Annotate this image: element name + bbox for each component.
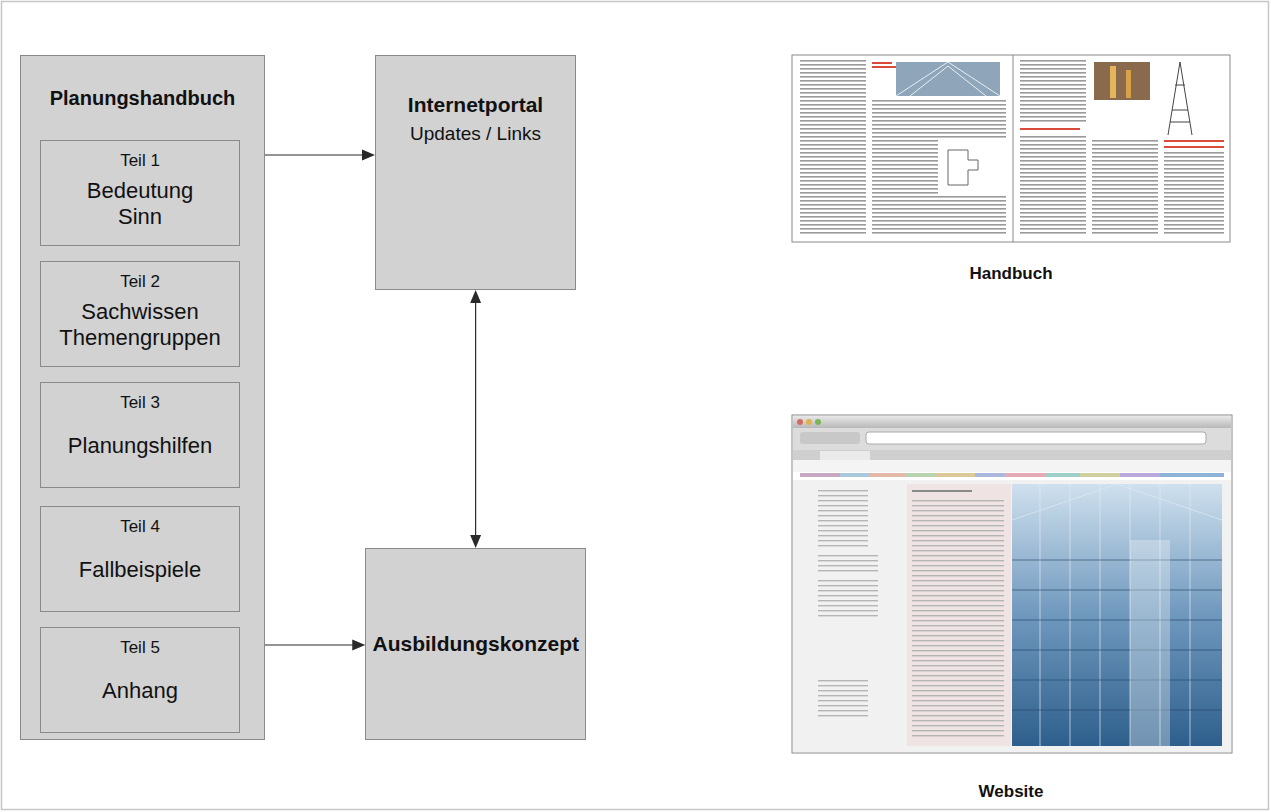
node-heading: Teil 4 (120, 517, 160, 537)
node-heading: Teil 2 (120, 272, 160, 292)
connector-line (475, 301, 476, 537)
part-box: Teil 4 Fallbeispiele (40, 506, 240, 612)
node-text: Planungshilfen (68, 433, 212, 459)
part-box: Teil 5 Anhang (40, 627, 240, 733)
handbook-illustration (792, 55, 1230, 242)
node-text: Anhang (102, 678, 178, 704)
node-heading: Teil 3 (120, 393, 160, 413)
figure-caption: Website (979, 782, 1044, 802)
portal-box: InternetportalUpdates / Links (375, 55, 576, 290)
figure-caption: Handbuch (969, 264, 1052, 284)
arrowhead (362, 150, 375, 161)
arrowhead (470, 535, 481, 548)
node-text: Updates / Links (410, 123, 541, 146)
arrowhead (352, 640, 365, 651)
training-box: Ausbildungskonzept (365, 548, 586, 740)
node-text: Sachwissen Themengruppen (59, 299, 220, 352)
handbook-panel: PlanungshandbuchTeil 1Bedeutung SinnTeil… (20, 55, 265, 740)
node-heading: Teil 5 (120, 638, 160, 658)
node-heading: Internetportal (408, 92, 543, 117)
node-heading: Ausbildungskonzept (373, 631, 580, 656)
node-heading: Teil 1 (120, 151, 160, 171)
part-box: Teil 3 Planungshilfen (40, 382, 240, 488)
part-box: Teil 1 Bedeutung Sinn (40, 140, 240, 246)
node-heading: Planungshandbuch (50, 86, 236, 110)
website-illustration (792, 415, 1232, 753)
arrowhead (470, 290, 481, 303)
part-box: Teil 2 Sachwissen Themengruppen (40, 261, 240, 367)
node-text: Bedeutung Sinn (87, 178, 193, 231)
node-text: Fallbeispiele (79, 557, 201, 583)
connector-arrow (470, 290, 481, 548)
